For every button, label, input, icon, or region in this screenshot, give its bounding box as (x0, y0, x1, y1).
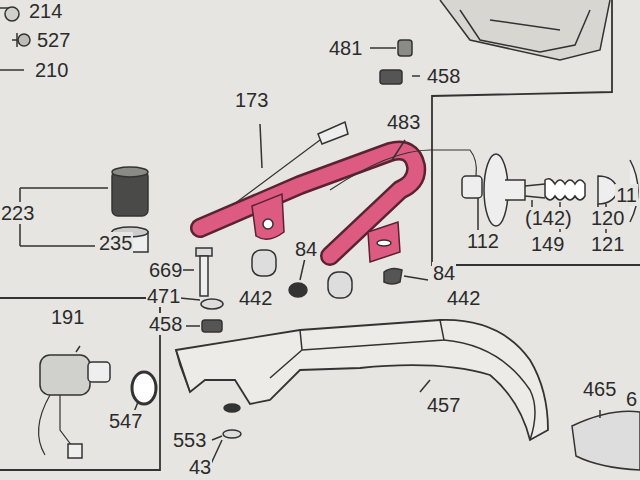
callout-number: 120 (590, 207, 625, 229)
callout-number: 112 (466, 230, 500, 252)
callout-number: 471 (146, 285, 181, 307)
callout-number: 191 (50, 306, 85, 328)
callout-number: 223 (0, 202, 35, 224)
callout-number: 669 (148, 259, 183, 281)
callout-number: 210 (34, 59, 69, 81)
callout-number: 458 (426, 65, 461, 87)
callout-number: 527 (36, 29, 71, 51)
callout-number: 458 (148, 313, 183, 335)
callout-number: 6 (625, 388, 638, 410)
callout-number: 442 (446, 287, 481, 309)
callout-number: 481 (328, 37, 363, 59)
callout-number: 84 (294, 238, 318, 260)
callout-number: 547 (108, 410, 143, 432)
callout-number: 457 (426, 394, 461, 416)
callout-number: 43 (188, 456, 212, 478)
callout-number: 483 (386, 111, 421, 133)
callout-number: 553 (172, 429, 207, 451)
callout-number: 214 (28, 0, 63, 22)
callout-number: (142) (524, 207, 573, 229)
callout-number: 235 (98, 232, 133, 254)
callout-number: 11 (615, 184, 638, 206)
callout-number: 442 (238, 287, 273, 309)
callout-number: 149 (530, 233, 565, 255)
callout-number: 465 (582, 378, 617, 400)
callout-number: 121 (590, 233, 625, 255)
callout-number: 84 (432, 262, 456, 284)
callout-number: 173 (234, 89, 269, 111)
